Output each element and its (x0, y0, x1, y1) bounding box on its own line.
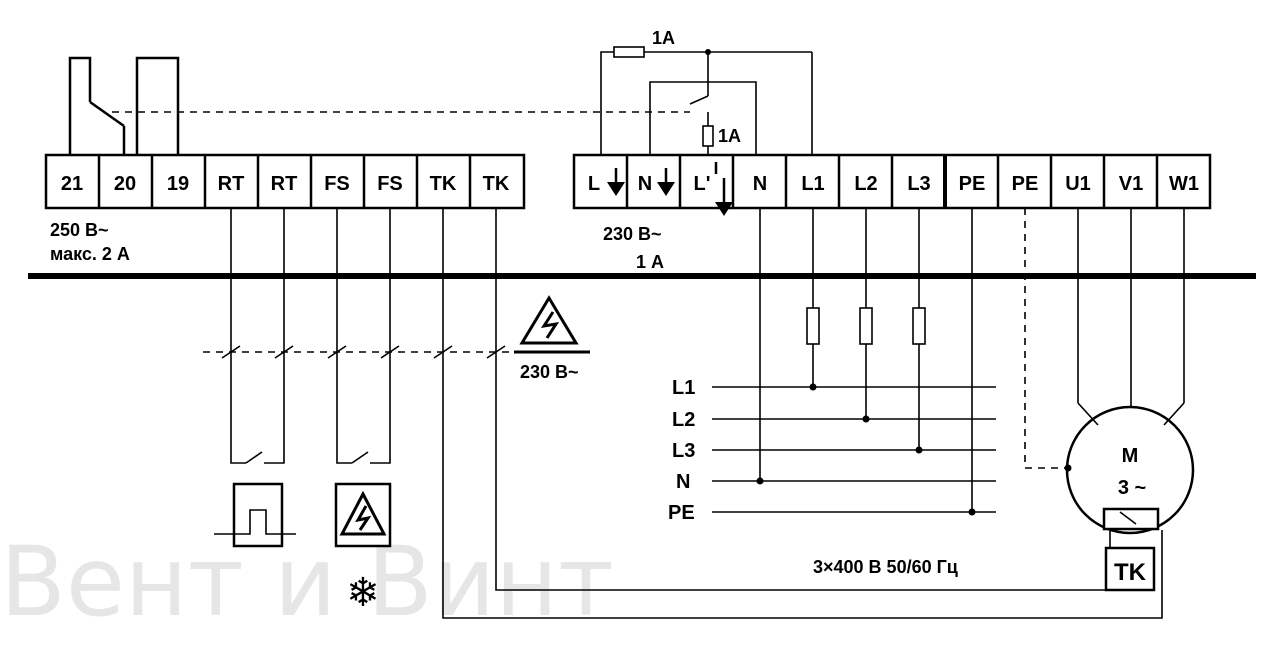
fuse-label-top: 1A (652, 28, 675, 48)
watermark: Вент и Винт (0, 526, 614, 638)
terminal-fs-2: FS (377, 173, 403, 195)
alarm-relay-contact (68, 56, 690, 155)
terminal-w1: W1 (1169, 173, 1199, 195)
terminal-fs-1: FS (324, 173, 350, 195)
terminal-l1: L1 (801, 173, 824, 195)
terminal-pe-1: PE (959, 173, 986, 195)
motor (1065, 208, 1195, 592)
high-voltage-warning-icon (334, 482, 392, 548)
frost-snowflake-icon: ❄ (346, 570, 380, 616)
supply-rating-voltage: 230 В~ (603, 224, 662, 244)
terminal-l2: L2 (854, 173, 877, 195)
internal-fuse-wiring (600, 46, 813, 155)
terminal-rt-2: RT (271, 173, 298, 195)
terminal-n-out: N (753, 173, 767, 195)
warning-voltage-label: 230 В~ (520, 362, 579, 382)
mains-rating: 3×400 В 50/60 Гц (813, 557, 958, 577)
motor-label: M (1122, 445, 1139, 467)
terminal-tk-1: TK (430, 173, 457, 195)
supply-rating-current: 1 А (636, 252, 664, 272)
motor-phase: 3 ~ (1118, 477, 1146, 499)
room-thermostat-icon (214, 482, 296, 548)
terminal-rt-1: RT (218, 173, 245, 195)
mains-label-pe: PE (668, 502, 695, 524)
control-terminal-block: 21 20 19 RT RT FS FS TK TK (44, 153, 526, 210)
terminal-u1: U1 (1065, 173, 1091, 195)
mains-connections (756, 208, 1072, 516)
mains-label-l2: L2 (672, 409, 695, 431)
terminal-n: N (638, 173, 652, 195)
mains-label-l3: L3 (672, 440, 695, 462)
relay-rating-current: макс. 2 А (50, 244, 130, 264)
terminal-l-prime: L' (694, 173, 711, 195)
power-terminal-block: L N L' N L1 L2 L3 PE PE U1 V1 W1 (572, 153, 1212, 210)
relay-rating-voltage: 250 В~ (50, 220, 109, 240)
fuse-label-mid: 1A (718, 126, 741, 146)
supply-arrow-icons (607, 162, 733, 216)
terminal-21: 21 (61, 173, 83, 195)
terminal-tk-2: TK (483, 173, 510, 195)
mains-label-n: N (676, 471, 690, 493)
terminal-19: 19 (167, 173, 189, 195)
terminal-pe-2: PE (1012, 173, 1039, 195)
mains-label-l1: L1 (672, 377, 695, 399)
motor-thermal-contact: TK (1114, 559, 1147, 586)
terminal-l: L (588, 173, 600, 195)
terminal-l3: L3 (907, 173, 930, 195)
voltage-warning-icon (519, 295, 579, 345)
terminal-v1: V1 (1119, 173, 1143, 195)
mains-bus (712, 386, 996, 513)
terminal-20: 20 (114, 173, 136, 195)
